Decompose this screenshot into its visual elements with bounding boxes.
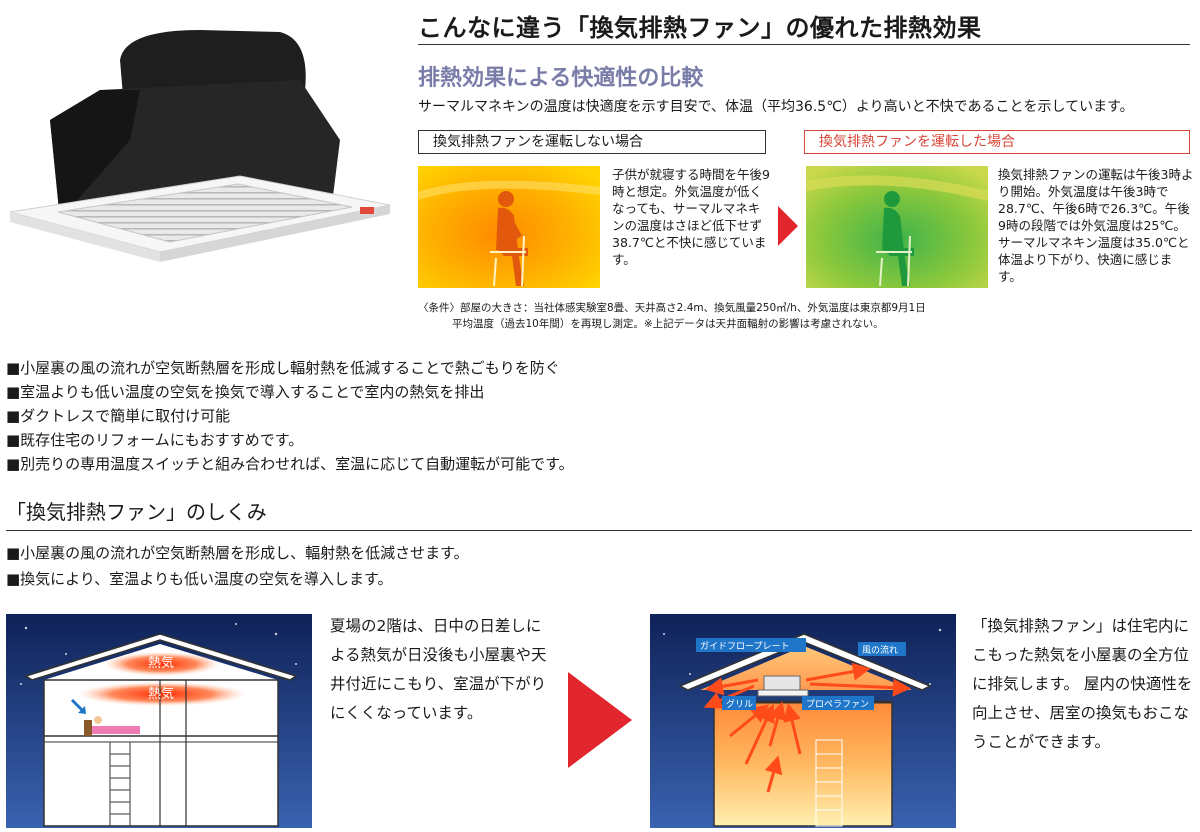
main-title: こんなに違う「換気排熱ファン」の優れた排熱効果 <box>418 14 982 42</box>
feature-item: ■小屋裏の風の流れが空気断熱層を形成し輻射熱を低減することで熱ごもりを防ぐ <box>6 359 560 377</box>
feature-item: ■既存住宅のリフォームにもおすすめです。 <box>6 431 304 449</box>
propeller-fan-label: プロペラファン <box>806 699 869 710</box>
mechanism-point: ■小屋裏の風の流れが空気断熱層を形成し、輻射熱を低減させます。 <box>6 544 469 562</box>
comparison-description: サーマルマネキンの温度は快適度を示す目安で、体温（平均36.5℃）より高いと不快… <box>418 99 1134 115</box>
heat-ceiling-label: 熱気 <box>148 686 174 702</box>
mechanism-title: 「換気排熱ファン」のしくみ <box>6 500 267 524</box>
feature-list: ■小屋裏の風の流れが空気断熱層を形成し輻射熱を低減することで熱ごもりを防ぐ ■室… <box>6 356 574 476</box>
title-divider <box>418 44 1190 45</box>
sub-title: 排熱効果による快適性の比較 <box>418 66 704 91</box>
thermal-image-without <box>418 166 600 288</box>
case-text-with: 換気排熱ファンの運転は午後3時より開始。外気温度は午後3時で28.7℃、午後6時… <box>998 167 1194 284</box>
before-text: 夏場の2階は、日中の日差しによる熱気が日没後も小屋裏や天井付近にこもり、室温が下… <box>330 617 547 722</box>
case-label-with: 換気排熱ファンを運転した場合 <box>804 130 1190 154</box>
wind-flow-label: 風の流れ <box>862 644 898 656</box>
after-text: 「換気排熱ファン」は住宅内にこもった熱気を小屋裏の全方位に排気します。 屋内の快… <box>972 617 1193 751</box>
guide-plate-label: ガイドフロープレート <box>700 641 789 652</box>
case-label-without: 換気排熱ファンを運転しない場合 <box>418 130 766 154</box>
feature-item: ■室温よりも低い温度の空気を換気で導入することで室内の熱気を排出 <box>6 383 485 401</box>
house-before-illustration: 熱気 熱気 <box>6 614 312 828</box>
feature-item: ■ダクトレスで簡単に取付け可能 <box>6 407 231 425</box>
product-image <box>9 30 391 262</box>
mechanism-points: ■小屋裏の風の流れが空気断熱層を形成し、輻射熱を低減させます。 ■換気により、室… <box>6 540 469 592</box>
mechanism-arrow-icon <box>568 672 632 768</box>
case-text-without: 子供が就寝する時間を午後9時と想定。外気温度が低くなっても、サーマルマネキンの温… <box>612 167 770 267</box>
grill-label: グリル <box>726 698 753 710</box>
comparison-arrow-icon <box>778 206 798 246</box>
thermal-image-with <box>806 166 988 288</box>
condition-line-1: 〈条件〉部屋の大きさ：当社体感実験室8畳、天井高さ2.4m、換気風量250㎥/h… <box>418 302 926 314</box>
house-after-illustration: ガイドフロープレート 風の流れ グリル プロペラファン <box>650 614 956 828</box>
feature-item: ■別売りの専用温度スイッチと組み合わせれば、室温に応じて自動運転が可能です。 <box>6 455 574 473</box>
heat-attic-label: 熱気 <box>148 655 174 671</box>
mechanism-point: ■換気により、室温よりも低い温度の空気を導入します。 <box>6 570 393 588</box>
mechanism-divider <box>6 530 1192 531</box>
condition-line-2: 平均温度（過去10年間）を再現し測定。※上記データは天井面輻射の影響は考慮されな… <box>452 318 884 330</box>
